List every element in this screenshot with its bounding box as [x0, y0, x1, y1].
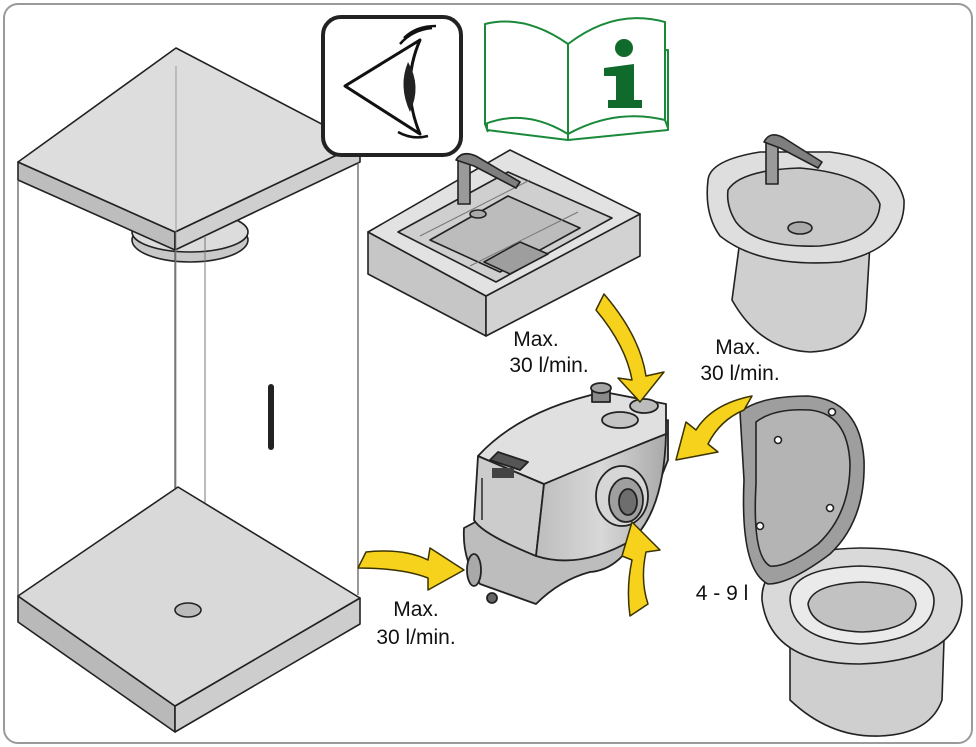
shower-label-line1: Max. [393, 598, 439, 621]
lifting-pump-unit [462, 382, 669, 605]
bidet-flow-label: Max. 30 l/min. [700, 336, 779, 385]
toilet [739, 395, 963, 737]
bidet [706, 134, 905, 353]
flow-arrow-toilet [621, 521, 661, 617]
bidet-label-line1: Max. [715, 336, 761, 359]
eye-icon [321, 15, 463, 157]
shower-cabin [17, 47, 361, 733]
bidet-label-line2: 30 l/min. [700, 362, 779, 385]
sink-label-line1: Max. [513, 328, 559, 351]
shower-flow-label: Max. 30 l/min. [376, 598, 455, 649]
sink-flow-label: Max. 30 l/min. [509, 328, 588, 377]
sink-label-line2: 30 l/min. [509, 354, 588, 377]
flow-arrow-sink [595, 293, 665, 403]
flow-arrow-shower [357, 547, 465, 591]
washbasin [367, 149, 641, 337]
toilet-volume-text: 4 - 9 l [696, 582, 749, 605]
info-manual-icon [484, 17, 669, 141]
toilet-volume-label: 4 - 9 l [696, 582, 749, 605]
flow-arrow-bidet [675, 395, 753, 461]
shower-label-line2: 30 l/min. [376, 626, 455, 649]
